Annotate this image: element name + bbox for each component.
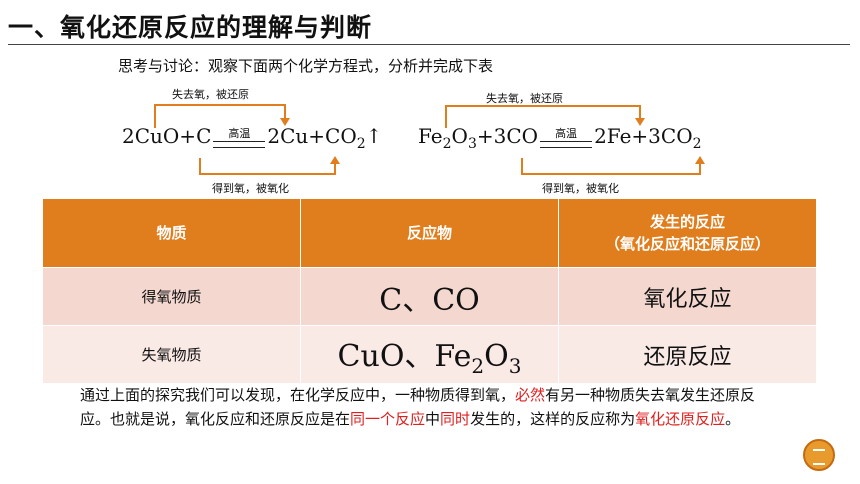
table-row: 失氧物质 CuO、Fe2O3 还原反应 [42,325,817,384]
row1-reaction: 氧化反应 [558,267,817,326]
row2-reactant: CuO、Fe2O3 [300,325,559,384]
eq1-top-label: 失去氧，被还原 [172,88,249,101]
eq2-top-arrowhead [635,118,645,126]
eq1-lhs: 2CuO+C [122,124,212,148]
title-divider [8,44,850,45]
header-reactant: 反应物 [300,198,559,268]
page-title: 一、氧化还原反应的理解与判断 [8,13,373,42]
table-header-row: 物质 反应物 发生的反应 （氧化反应和还原反应） [42,198,817,268]
reaction-table: 物质 反应物 发生的反应 （氧化反应和还原反应） 得氧物质 C、CO 氧化反应 … [42,198,817,384]
row1-label: 得氧物质 [42,267,301,326]
row1-reactant: C、CO [300,267,559,326]
eq2-top-label: 失去氧，被还原 [486,92,563,105]
eq1-top-arrow [154,104,286,128]
header-substance: 物质 [42,198,301,268]
eq2-bottom-arrowhead [695,156,705,164]
discussion-prompt: 思考与讨论：观察下面两个化学方程式，分析并完成下表 [118,57,494,75]
eq1-condition: 高温 [213,127,266,148]
gas-arrow-icon: ↑ [365,124,383,148]
eq1-bottom-arrow [199,158,336,175]
slide-menu-icon[interactable] [803,439,835,471]
eq1-bottom-arrowhead [330,156,340,164]
table-row: 得氧物质 C、CO 氧化反应 [42,267,817,326]
row2-reaction: 还原反应 [558,325,817,384]
electron-arrows [154,104,705,175]
eq2-top-arrow [445,105,641,128]
eq2-bottom-label: 得到氧，被氧化 [542,182,619,195]
header-reaction: 发生的反应 （氧化反应和还原反应） [558,198,817,268]
summary-paragraph: 通过上面的探究我们可以发现，在化学反应中，一种物质得到氧，必然有另一种物质失去氧… [80,386,756,428]
eq2-bottom-arrow [521,158,701,175]
row2-label: 失氧物质 [42,325,301,384]
eq1-top-arrowhead [280,118,290,126]
eq1-rhs: 2Cu+CO [267,124,357,148]
eq1-bottom-label: 得到氧，被氧化 [212,182,289,195]
eq2-condition: 高温 [540,127,593,148]
